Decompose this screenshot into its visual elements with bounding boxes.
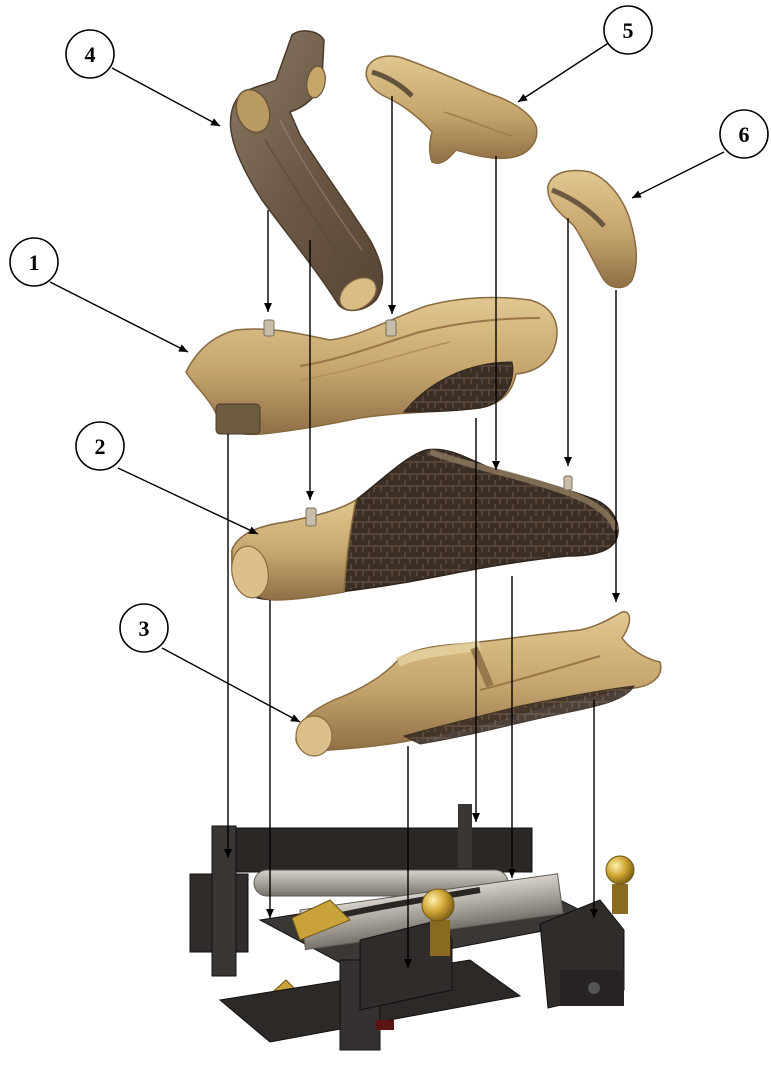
callout-1: 1 bbox=[10, 238, 58, 286]
log-4 bbox=[230, 31, 382, 317]
callout-6: 6 bbox=[720, 110, 768, 158]
callout-4: 4 bbox=[66, 30, 114, 78]
log-2 bbox=[228, 449, 618, 600]
callout-3: 3 bbox=[120, 604, 168, 652]
callout-number-1: 1 bbox=[29, 250, 40, 275]
grate-burner-assembly bbox=[190, 804, 634, 1050]
callout-2: 2 bbox=[76, 422, 124, 470]
log-6 bbox=[548, 171, 637, 288]
callout-number-4: 4 bbox=[85, 42, 96, 67]
callout-number-3: 3 bbox=[139, 616, 150, 641]
callout-number-5: 5 bbox=[623, 18, 634, 43]
callout-number-6: 6 bbox=[739, 122, 750, 147]
callout-number-2: 2 bbox=[95, 434, 106, 459]
callout-5: 5 bbox=[604, 6, 652, 54]
log-1 bbox=[186, 298, 557, 435]
log-3 bbox=[296, 612, 661, 756]
